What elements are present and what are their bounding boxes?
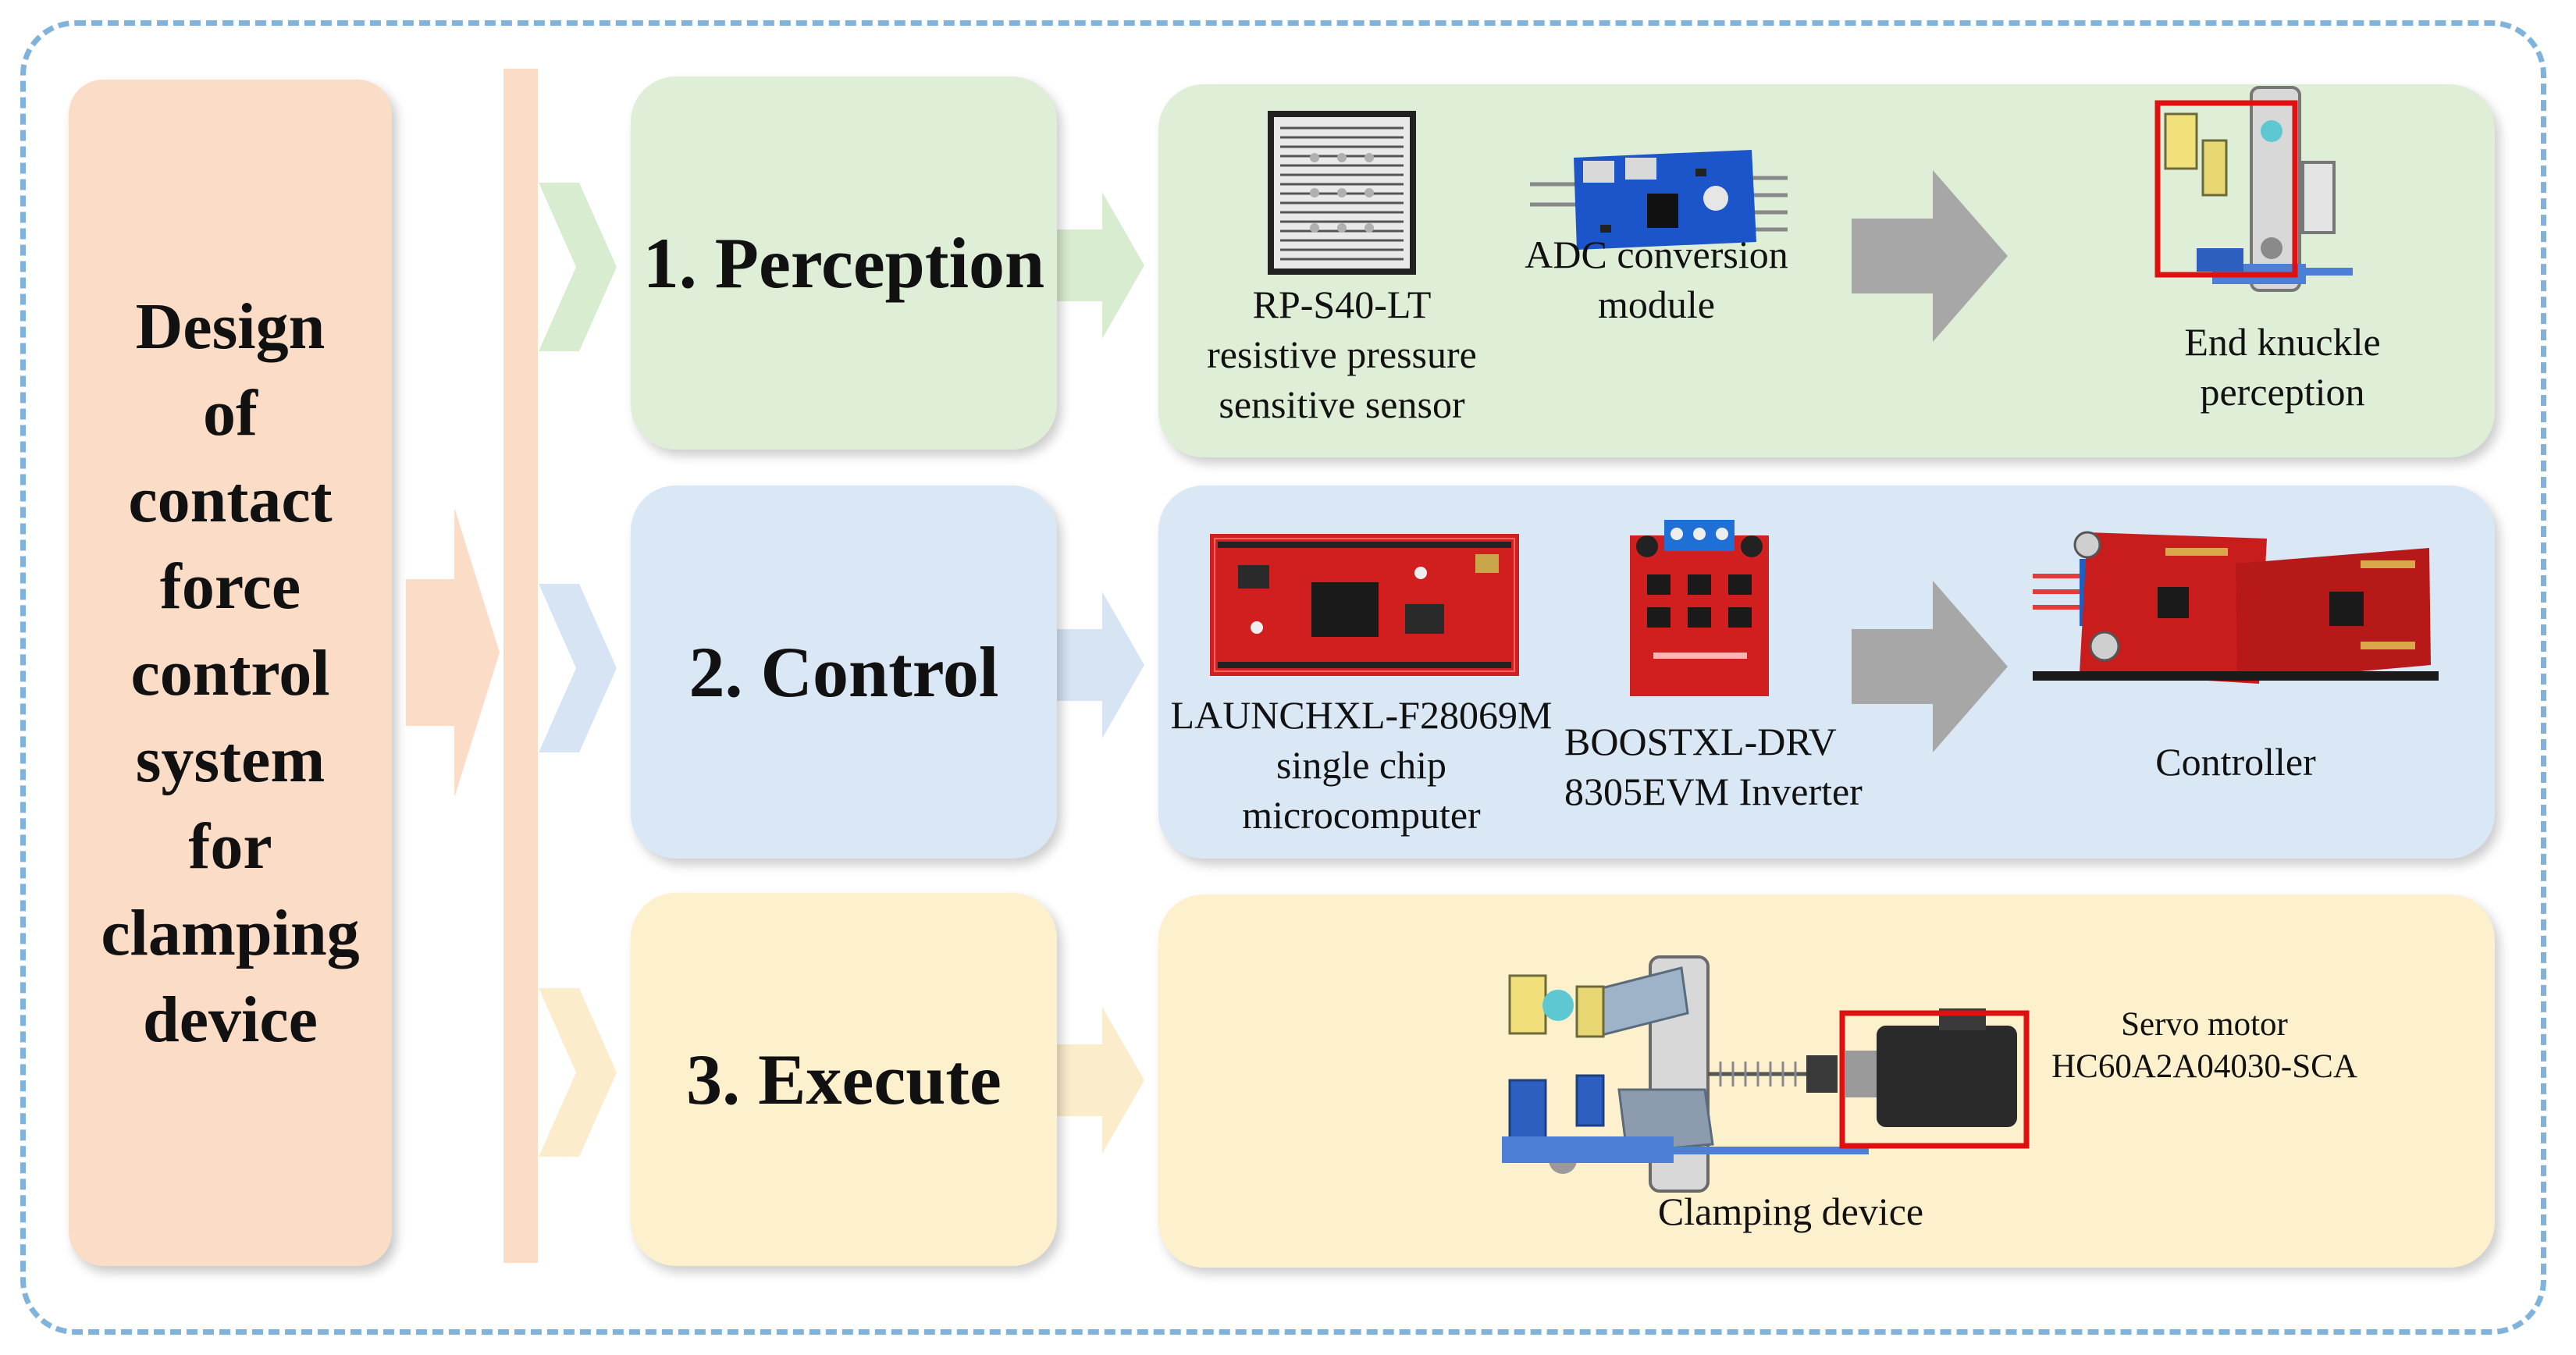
caption-line: RP-S40-LT [1252,283,1432,326]
chevron-execute [539,988,617,1157]
design-title-line: Design [135,290,326,363]
dashed-frame [20,20,2546,1335]
sensor-caption: RP-S40-LT resistive pressure sensitive s… [1197,279,1486,429]
design-title: Design of contact force control system f… [101,283,359,1063]
caption-line: HC60A2A04030-SCA [2051,1048,2357,1085]
caption-line: module [1598,283,1715,326]
stage-arrow-perception [1057,192,1144,339]
stage-execute: 3. Execute [631,893,1057,1266]
caption-line: sensitive sensor [1219,382,1465,426]
stage-execute-label: 3. Execute [686,1040,1002,1119]
stage-control: 2. Control [631,485,1057,859]
design-title-box: Design of contact force control system f… [69,80,392,1266]
controller-caption: Controller [2119,737,2353,787]
design-title-line: system [135,723,326,796]
launchpad-board-image [1210,534,1519,676]
execute-panel: Clamping device Servo motor HC60A2A04030… [1158,894,2495,1268]
design-title-line: force [159,549,301,623]
chevron-perception [539,183,617,351]
caption-line: perception [2200,370,2365,414]
design-title-line: device [143,983,318,1056]
pressure-sensor-image [1268,111,1416,275]
highlight-box [2154,100,2298,278]
design-title-line: of [203,376,258,450]
caption-line: Controller [2155,740,2316,784]
caption-line: Servo motor [2121,1006,2288,1043]
control-panel: LAUNCHXL-F28069M single chip microcomput… [1158,485,2495,859]
clamping-device-caption: Clamping device [1657,1190,1924,1233]
stage-arrow-execute [1057,1007,1144,1154]
caption-line: resistive pressure [1207,333,1477,376]
end-knuckle-image [2154,86,2353,292]
adc-caption: ADC conversion module [1500,229,1813,329]
caption-line: End knuckle [2184,320,2381,364]
clamping-device-image [1502,955,2030,1193]
knuckle-caption: End knuckle perception [2165,317,2400,417]
caption-line: 8305EVM Inverter [1564,770,1863,813]
caption-line: LAUNCHXL-F28069M [1170,693,1553,737]
stage-arrow-control [1057,592,1144,738]
chevron-control [539,584,617,752]
design-title-line: for [188,809,272,883]
gray-arrow-perception [1852,170,2008,342]
perception-panel: RP-S40-LT resistive pressure sensitive s… [1158,84,2495,457]
servo-motor-caption: Servo motor HC60A2A04030-SCA [2041,1004,2368,1088]
caption-line: microcomputer [1242,793,1481,837]
inverter-board-image [1630,520,1769,696]
stage-control-label: 2. Control [688,632,999,712]
stage-perception-label: 1. Perception [642,223,1045,303]
mcu-caption: LAUNCHXL-F28069M single chip microcomput… [1166,690,1557,840]
design-title-line: control [130,636,330,710]
caption-line: BOOSTXL-DRV [1564,720,1837,763]
caption-line: single chip [1276,743,1447,787]
vertical-connector-bar [503,69,538,1263]
stage-perception: 1. Perception [631,76,1057,450]
inverter-caption: BOOSTXL-DRV 8305EVM Inverter [1564,717,1863,816]
adc-module-image [1530,150,1788,250]
design-title-line: contact [128,463,333,536]
motor-highlight-box [1839,1010,2030,1149]
caption-line: ADC conversion [1525,233,1788,276]
design-arrow [406,507,500,798]
gray-arrow-control [1852,581,2008,752]
controller-image [2033,531,2439,684]
design-title-line: clamping [101,896,360,969]
